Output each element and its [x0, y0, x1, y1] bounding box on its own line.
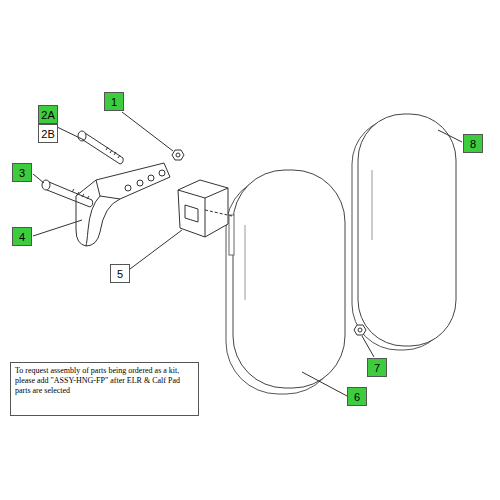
calf-pad-rear: [352, 114, 456, 350]
mounting-block: [178, 180, 228, 237]
callout-text: 7: [374, 362, 380, 374]
callout-text: 1: [111, 96, 117, 108]
nut-7: [354, 325, 366, 335]
callout-number: 4: [12, 227, 32, 246]
callout-number: 1: [104, 92, 124, 111]
callout-text: 5: [117, 268, 123, 280]
hanger-bracket: [76, 163, 170, 246]
bolt-2a: [78, 131, 123, 164]
callout-number: 5: [110, 264, 130, 283]
callout-number: 8: [463, 134, 483, 153]
nut-1: [172, 150, 184, 160]
callout-number: 2A: [38, 105, 58, 124]
callout-number: 2B: [38, 124, 58, 143]
callout-number: 7: [367, 358, 387, 377]
callout-text: 8: [470, 138, 476, 150]
callout-number: 6: [347, 387, 367, 406]
callout-text: 2A: [41, 109, 54, 121]
assembly-note: To request assembly of parts being order…: [10, 362, 199, 416]
assembly-axis: [205, 210, 232, 216]
callout-text: 4: [19, 231, 25, 243]
leader-lines: [33, 112, 462, 396]
callout-text: 6: [354, 391, 360, 403]
callout-text: 2B: [41, 128, 54, 140]
callout-number: 3: [12, 163, 32, 182]
calf-pad-front: [226, 170, 345, 394]
note-text: To request assembly of parts being order…: [15, 366, 194, 396]
callout-text: 3: [19, 167, 25, 179]
bolt-3: [42, 180, 93, 207]
